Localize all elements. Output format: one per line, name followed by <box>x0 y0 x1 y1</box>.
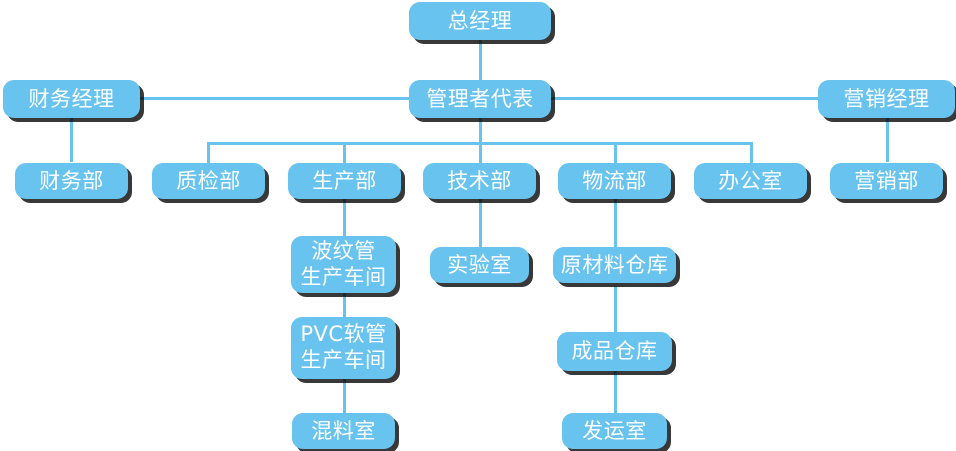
node-label: PVC软管 生产车间 <box>300 322 387 372</box>
connector-row2-right <box>543 97 820 100</box>
connector-raw-to-finished <box>614 286 617 333</box>
node-management-representative[interactable]: 管理者代表 <box>409 80 551 118</box>
node-production-department[interactable]: 生产部 <box>288 163 401 199</box>
node-marketing-department[interactable]: 营销部 <box>830 163 943 199</box>
node-label: 发运室 <box>582 418 647 443</box>
node-mixing-room[interactable]: 混料室 <box>292 413 395 449</box>
node-logistics-department[interactable]: 物流部 <box>558 163 671 199</box>
connector-bus-to-quality <box>207 142 210 164</box>
node-label: 管理者代表 <box>426 86 534 111</box>
connector-production-to-corrugated <box>343 199 346 237</box>
connector-technology-to-laboratory <box>479 199 482 248</box>
node-finance-manager[interactable]: 财务经理 <box>3 80 140 118</box>
node-office[interactable]: 办公室 <box>694 163 807 199</box>
connector-bus-to-production <box>343 142 346 164</box>
node-label: 营销部 <box>854 168 919 193</box>
node-corrugated-pipe-workshop[interactable]: 波纹管 生产车间 <box>291 236 396 293</box>
node-general-manager[interactable]: 总经理 <box>409 2 551 40</box>
connector-gm-down <box>479 40 482 98</box>
node-label: 总经理 <box>447 8 513 33</box>
node-label: 质检部 <box>176 168 241 193</box>
connector-finished-to-shipping <box>614 371 617 414</box>
node-technology-department[interactable]: 技术部 <box>423 163 536 199</box>
node-raw-material-warehouse[interactable]: 原材料仓库 <box>553 247 676 283</box>
connector-bus-to-office <box>750 142 753 164</box>
node-label: 技术部 <box>447 168 512 193</box>
node-label: 成品仓库 <box>571 339 658 364</box>
node-label: 营销经理 <box>843 86 930 111</box>
node-pvc-hose-workshop[interactable]: PVC软管 生产车间 <box>291 317 396 379</box>
node-label: 生产部 <box>312 168 377 193</box>
node-finance-department[interactable]: 财务部 <box>15 163 128 199</box>
connector-bus-to-technology <box>479 142 482 164</box>
node-label: 波纹管 生产车间 <box>300 238 387 289</box>
connector-logistics-to-raw <box>614 199 617 248</box>
connector-marketing-down <box>886 118 889 162</box>
connector-pvc-to-mixing <box>343 378 346 414</box>
connector-corrugated-to-pvc <box>343 292 346 318</box>
node-quality-department[interactable]: 质检部 <box>152 163 265 199</box>
connector-row2-left <box>140 97 416 100</box>
node-laboratory[interactable]: 实验室 <box>430 247 529 283</box>
node-label: 财务经理 <box>28 86 115 111</box>
node-marketing-manager[interactable]: 营销经理 <box>818 80 955 118</box>
node-label: 办公室 <box>718 168 783 193</box>
connector-bus-to-logistics <box>614 142 617 164</box>
connector-mgmtrep-down <box>479 118 482 144</box>
node-finished-goods-warehouse[interactable]: 成品仓库 <box>557 332 672 371</box>
node-label: 原材料仓库 <box>560 252 669 277</box>
connector-finance-down <box>70 118 73 162</box>
node-label: 物流部 <box>582 168 647 193</box>
node-label: 财务部 <box>39 168 104 193</box>
node-label: 实验室 <box>447 252 512 277</box>
node-shipping-room[interactable]: 发运室 <box>562 413 667 449</box>
node-label: 混料室 <box>311 418 376 443</box>
